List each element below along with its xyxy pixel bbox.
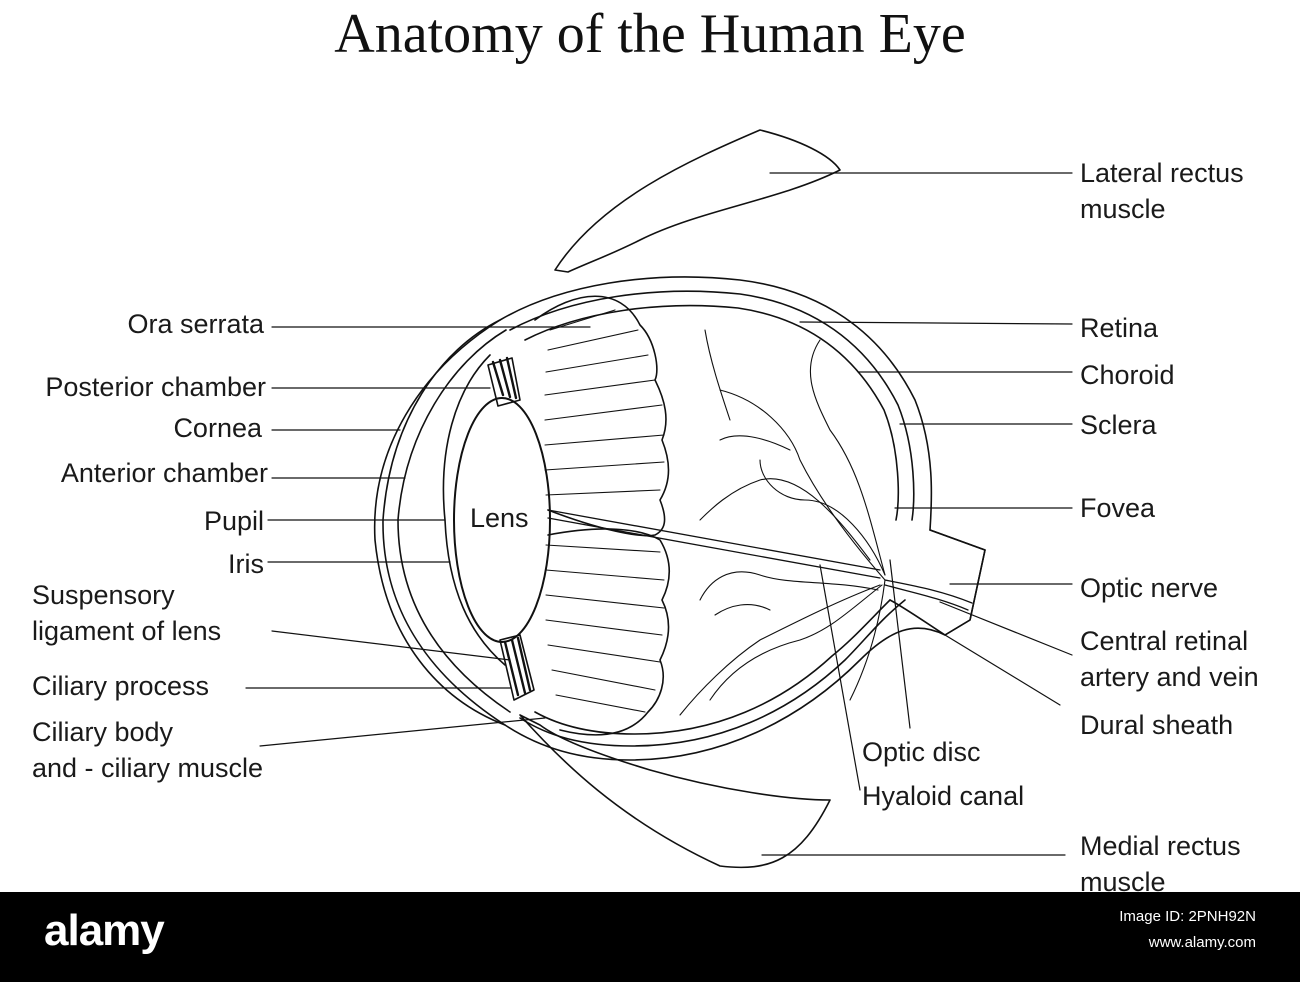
lens-shape xyxy=(453,397,551,643)
choroid-outline xyxy=(509,290,915,747)
label-iris: Iris xyxy=(228,549,264,579)
label-posterior-chamber: Posterior chamber xyxy=(45,372,266,402)
label-fovea: Fovea xyxy=(1080,493,1156,523)
eye-anatomy-diagram xyxy=(245,129,1073,869)
label-lens: Lens xyxy=(470,503,529,533)
stock-footer-bar: alamy Image ID: 2PNH92N www.alamy.com xyxy=(0,892,1300,982)
retina-outline xyxy=(524,304,899,735)
site-url: www.alamy.com xyxy=(1148,934,1256,951)
lateral-rectus-muscle-shape xyxy=(554,129,841,273)
brand-wordmark: alamy xyxy=(44,906,165,955)
label-ciliary-body: Ciliary body and - ciliary muscle xyxy=(32,717,264,783)
label-central-retinal-artery-vein: Central retinal artery and vein xyxy=(1080,626,1259,692)
zonular-fibers xyxy=(544,309,665,713)
label-cornea: Cornea xyxy=(173,413,262,443)
label-lateral-rectus-muscle: Lateral rectus muscle xyxy=(1080,158,1244,224)
label-ciliary-process: Ciliary process xyxy=(32,671,210,701)
optic-nerve-outline xyxy=(889,529,986,636)
label-hyaloid-canal: Hyaloid canal xyxy=(862,781,1025,811)
vitreous-upper-scallops xyxy=(534,295,670,537)
label-retina: Retina xyxy=(1080,313,1159,343)
leader-lines xyxy=(245,172,1073,856)
ciliary-body-bottom xyxy=(499,634,535,701)
label-choroid: Choroid xyxy=(1080,360,1175,390)
label-pupil: Pupil xyxy=(203,506,264,536)
sclera-outline xyxy=(373,276,986,761)
page-title: Anatomy of the Human Eye xyxy=(334,3,966,65)
label-suspensory-ligament: Suspensory ligament of lens xyxy=(32,580,222,646)
vitreous-lower-scallops xyxy=(547,528,671,736)
label-anterior-chamber: Anterior chamber xyxy=(60,458,268,488)
image-id-label: Image ID: 2PNH92N xyxy=(1119,908,1256,925)
image-id-info: Image ID: 2PNH92N www.alamy.com xyxy=(1119,904,1256,956)
retinal-vessels xyxy=(679,329,886,716)
label-ora-serrata: Ora serrata xyxy=(127,309,264,339)
label-sclera: Sclera xyxy=(1080,410,1157,440)
label-optic-disc: Optic disc xyxy=(862,737,981,767)
label-optic-nerve: Optic nerve xyxy=(1080,573,1219,603)
ciliary-body-top xyxy=(487,357,521,407)
label-medial-rectus-muscle: Medial rectus muscle xyxy=(1080,831,1241,892)
label-dural-sheath: Dural sheath xyxy=(1080,710,1234,740)
hyaloid-canal xyxy=(547,509,881,579)
